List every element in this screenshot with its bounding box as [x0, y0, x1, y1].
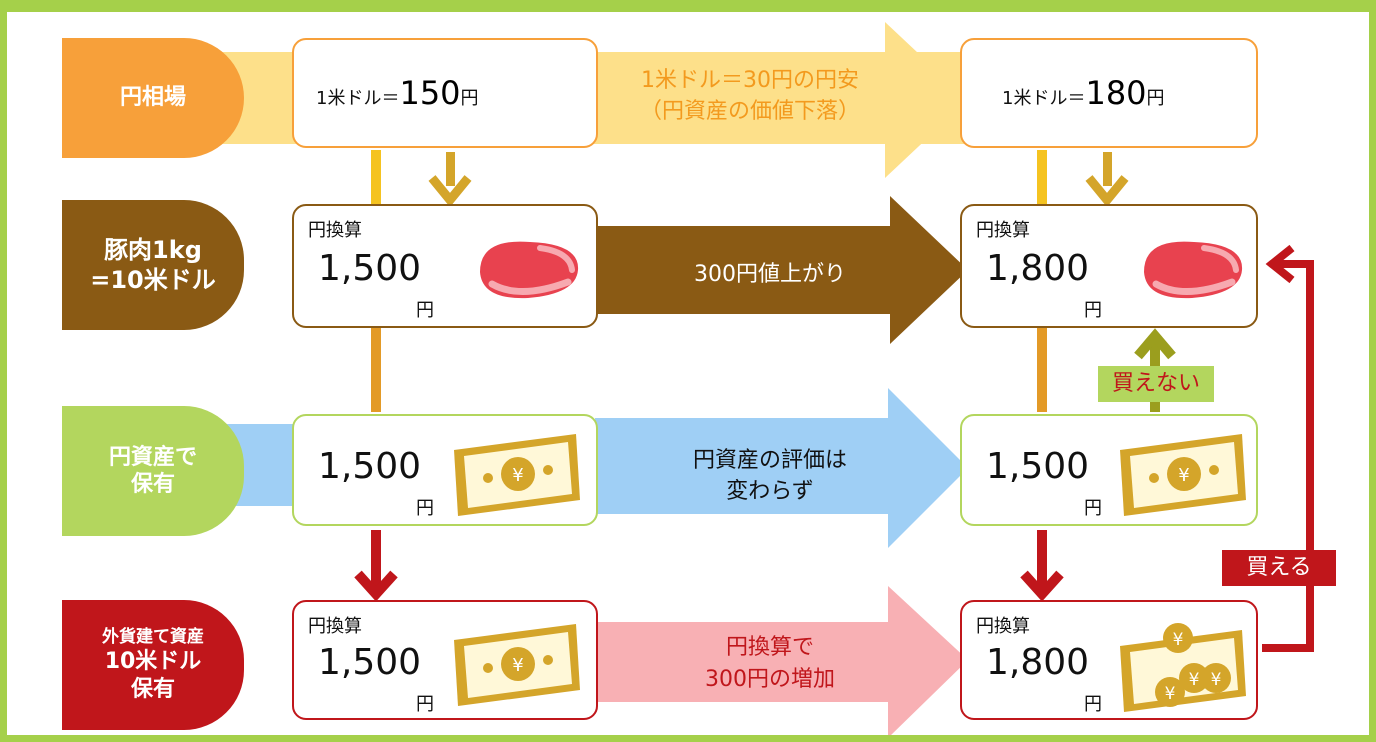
rate-left-unit: 円	[460, 88, 479, 109]
pork-right-unit: 円	[1084, 300, 1102, 321]
pork-left-amount: 1,500	[318, 248, 422, 289]
pork-left-unit: 円	[416, 300, 434, 321]
yen-asset-text: 円資産の評価は 変わらず	[640, 446, 900, 508]
rate-right-prefix: 1米ドル＝	[1002, 88, 1086, 109]
meat-icon	[480, 241, 579, 299]
can-buy-badge: 買える	[1222, 550, 1336, 586]
foreign-right-amount: 1,800	[986, 642, 1090, 683]
row-label-pork-line1: 豚肉1kg	[104, 236, 202, 264]
cannot-buy-badge: 買えない	[1098, 366, 1214, 402]
rate-right-value: 180	[1085, 74, 1147, 112]
rate-left-value: 150	[399, 74, 461, 112]
svg-text:¥: ¥	[1173, 630, 1184, 650]
connector-right-1	[1037, 150, 1047, 208]
row-label-foreign-line2: 10米ドル	[104, 649, 202, 675]
svg-text:¥: ¥	[1211, 670, 1222, 690]
yen-left-unit: 円	[416, 498, 434, 519]
pork-left-conv-label: 円換算	[308, 220, 362, 241]
pork-right-conv-label: 円換算	[976, 220, 1030, 241]
down-arrow-icon	[1020, 530, 1064, 602]
down-arrow-icon	[428, 152, 472, 208]
down-arrow-icon	[1085, 152, 1129, 208]
svg-text:¥: ¥	[512, 465, 523, 486]
row-label-rate-text: 円相場	[119, 85, 186, 111]
svg-text:¥: ¥	[1189, 670, 1200, 690]
rate-change-arrow	[600, 22, 968, 178]
connector-right-2	[1037, 328, 1047, 412]
cannot-buy-text: 買えない	[1111, 371, 1200, 396]
connector-left-2	[371, 328, 381, 412]
pork-box-right: 円換算 1,800 円	[960, 204, 1258, 328]
row-label-foreign-line1: 外貨建て資産	[102, 626, 204, 647]
conversion-line2: 300円の増加	[705, 666, 835, 692]
foreign-right-unit: 円	[1084, 694, 1102, 715]
row-label-yen-line1: 円資産で	[108, 444, 197, 470]
yen-asset-line2: 変わらず	[726, 478, 814, 504]
can-buy-path	[1262, 260, 1314, 652]
yen-left-amount: 1,500	[318, 446, 422, 487]
rate-box-right: 1米ドル＝180円	[960, 38, 1258, 148]
row-label-yen-line2: 保有	[130, 472, 175, 497]
rate-change-text: 1米ドル＝30円の円安 （円資産の価値下落）	[600, 66, 900, 128]
pork-box-left: 円換算 1,500 円	[292, 204, 598, 328]
yen-right-amount: 1,500	[986, 446, 1090, 487]
banknote-icon: ¥	[454, 434, 580, 516]
rate-change-line2: （円資産の価値下落）	[639, 98, 860, 124]
svg-text:¥: ¥	[1178, 465, 1189, 486]
left-arrow-icon	[1265, 244, 1295, 284]
conversion-text: 円換算で 300円の増加	[640, 632, 900, 696]
yen-right-unit: 円	[1084, 498, 1102, 519]
row-label-pork-line2: =10米ドル	[90, 266, 216, 294]
row-label-yen-asset: 円資産で 保有	[62, 406, 244, 536]
banknote-icon: ¥	[1120, 434, 1246, 516]
rate-box-left: 1米ドル＝150円	[292, 38, 598, 148]
rate-left-prefix: 1米ドル＝	[316, 88, 400, 109]
foreign-left-amount: 1,500	[318, 642, 422, 683]
svg-text:¥: ¥	[512, 655, 523, 676]
rate-right-unit: 円	[1146, 88, 1165, 109]
can-buy-text: 買える	[1246, 555, 1312, 580]
connector-left-1	[371, 150, 381, 212]
rate-change-line1: 1米ドル＝30円の円安	[641, 68, 859, 93]
svg-text:¥: ¥	[1165, 684, 1176, 704]
pork-right-amount: 1,800	[986, 248, 1090, 289]
foreign-box-right: 円換算 1,800 円 ¥ ¥ ¥ ¥	[960, 600, 1258, 720]
row-label-pork: 豚肉1kg =10米ドル	[62, 200, 244, 330]
price-up-text: 300円値上がり	[694, 262, 846, 287]
yen-asset-line1: 円資産の評価は	[692, 448, 847, 473]
yen-asset-arrow	[595, 388, 968, 548]
banknote-icon: ¥	[454, 624, 580, 706]
foreign-left-conv-label: 円換算	[308, 616, 362, 637]
conversion-line1: 円換算で	[725, 635, 814, 660]
foreign-right-conv-label: 円換算	[976, 616, 1030, 637]
conversion-arrow	[595, 586, 968, 738]
down-arrow-icon	[354, 530, 398, 602]
row-label-foreign-line3: 保有	[130, 676, 175, 702]
meat-icon	[1144, 241, 1243, 299]
row-label-rate: 円相場	[62, 38, 244, 158]
yen-box-left: 1,500 円 ¥	[292, 414, 598, 526]
row-label-foreign-asset: 外貨建て資産 10米ドル 保有	[62, 600, 244, 730]
yen-box-right: 1,500 円 ¥	[960, 414, 1258, 526]
foreign-left-unit: 円	[416, 694, 434, 715]
coins-icon: ¥ ¥ ¥ ¥	[1120, 623, 1246, 712]
price-up-arrow	[595, 196, 968, 344]
foreign-box-left: 円換算 1,500 円 ¥	[292, 600, 598, 720]
